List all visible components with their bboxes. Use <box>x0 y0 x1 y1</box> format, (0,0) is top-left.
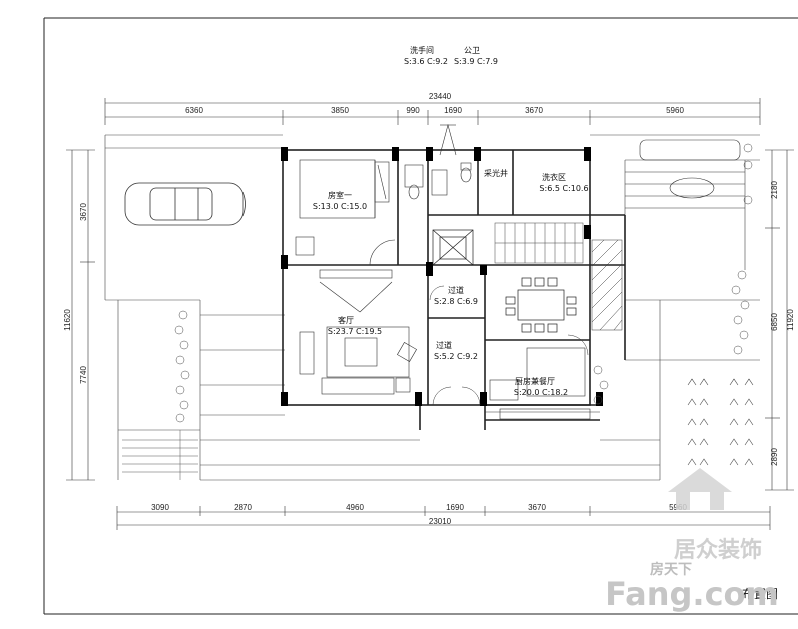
room-publicwc-name: 公卫 <box>464 46 480 55</box>
dim-left-2: 7740 <box>79 366 88 384</box>
living-furniture <box>299 269 417 395</box>
room-kitchen-name: 厨房兼餐厅 <box>515 376 555 386</box>
room-lightwell-name: 采光井 <box>484 168 508 178</box>
room-laundry-area: S:6.5 C:10.6 <box>539 184 588 193</box>
watermark-site-cn: 房天下 <box>650 561 692 578</box>
dim-right-1: 2180 <box>770 181 779 199</box>
terrace <box>625 139 745 209</box>
elevator-icon <box>432 229 474 266</box>
dim-bottom-2: 2870 <box>234 503 252 512</box>
wall-columns <box>281 147 603 406</box>
room-living-area: S:23.7 C:19.5 <box>328 327 382 336</box>
site-lines <box>104 134 760 481</box>
car-icon <box>124 182 246 226</box>
room-kitchen-area: S:20.0 C:18.2 <box>514 388 568 397</box>
room-corridor2-name: 过道 <box>436 340 452 350</box>
room-bedroom-area: S:13.0 C:15.0 <box>313 202 367 211</box>
lawn-marks <box>687 378 754 466</box>
bedroom-furniture <box>295 159 396 266</box>
watermark-site-en: Fang.com <box>605 575 779 613</box>
dim-top-total: 23440 <box>429 92 452 101</box>
dim-right-2: 6850 <box>770 313 779 331</box>
room-washroom-name: 洗手间 <box>410 45 434 55</box>
watermark-logo-icon <box>668 468 732 510</box>
exterior-walls <box>282 149 626 430</box>
dim-top-3: 990 <box>406 106 420 115</box>
shrubs <box>174 143 753 423</box>
dim-bottom-5: 3670 <box>528 503 546 512</box>
dimension-bottom <box>116 506 771 530</box>
drawing-frame <box>43 17 798 615</box>
dim-right-total: 11920 <box>786 309 795 331</box>
main-stair <box>494 222 584 264</box>
dimension-top <box>104 98 761 125</box>
dim-bottom-1: 3090 <box>151 503 169 512</box>
dim-bottom-total: 23010 <box>429 517 452 526</box>
dim-top-6: 5960 <box>666 106 684 115</box>
room-laundry-name: 洗衣区 <box>542 172 566 182</box>
dim-top-1: 6360 <box>185 106 203 115</box>
dim-right-3: 2890 <box>770 448 779 466</box>
dim-left-1: 3670 <box>79 203 88 221</box>
door-arcs <box>429 285 589 406</box>
watermark-brand: 居众装饰 <box>674 537 762 563</box>
planter-hatch <box>591 239 623 331</box>
room-corridor1-area: S:2.8 C:6.9 <box>434 297 478 306</box>
dim-bottom-4: 1690 <box>446 503 464 512</box>
room-bedroom-name: 房室一 <box>328 190 352 200</box>
room-living-name: 客厅 <box>338 315 354 325</box>
dining-table <box>505 277 577 333</box>
dim-top-5: 3670 <box>525 106 543 115</box>
dim-left-total: 11620 <box>63 309 72 331</box>
dimension-right <box>765 149 794 491</box>
drawing-title-fragment: 布置图 <box>742 587 778 601</box>
room-corridor1-name: 过道 <box>448 285 464 295</box>
dim-top-2: 3850 <box>331 106 349 115</box>
dim-top-4: 1690 <box>444 106 462 115</box>
stair-steps <box>122 430 198 480</box>
room-corridor2-area: S:5.2 C:9.2 <box>434 352 478 361</box>
dim-bottom-3: 4960 <box>346 503 364 512</box>
room-publicwc-area: S:3.9 C:7.9 <box>454 57 498 66</box>
dimension-left <box>66 149 95 481</box>
kitchen-counter <box>485 347 600 420</box>
wc-fixtures <box>404 123 472 200</box>
room-washroom-area: S:3.6 C:9.2 <box>404 57 448 66</box>
